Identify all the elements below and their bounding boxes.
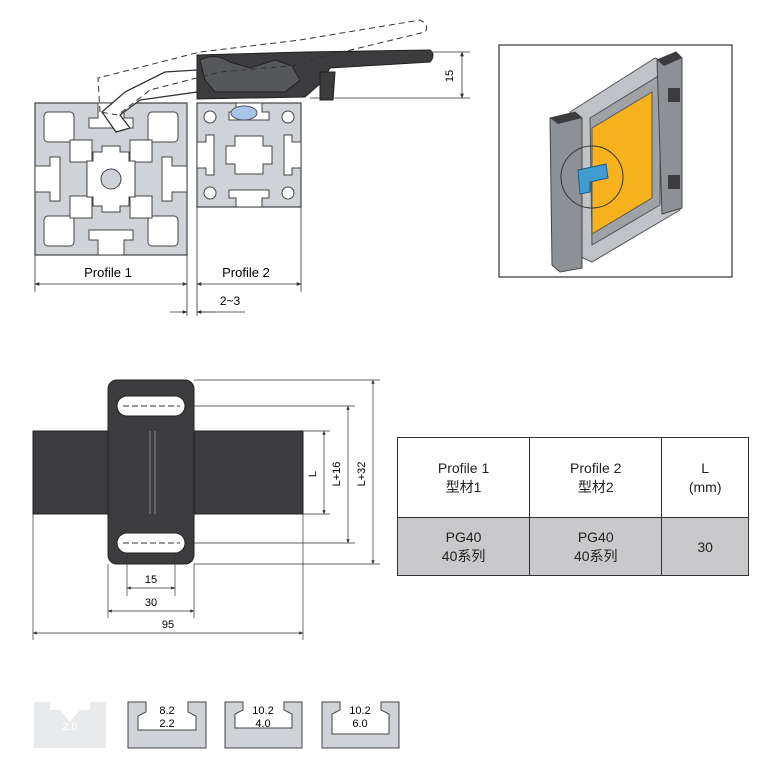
slot-3-bottom: 4.0 — [255, 718, 270, 730]
slot-2-bottom: 2.2 — [159, 718, 174, 730]
slot-3-top: 10.2 — [252, 705, 273, 717]
slot-4-bottom: 6.0 — [352, 718, 367, 730]
header-cell-line: 型材2 — [577, 478, 614, 495]
cell-line: 40系列 — [573, 547, 618, 564]
profile-1-label: Profile 1 — [84, 265, 132, 280]
table-header-row: Profile 1 型材1 Profile 2 型材2 L (mm) — [396, 437, 749, 518]
slot-2-top: 8.2 — [159, 705, 174, 717]
profile-2-label: Profile 2 — [222, 265, 270, 280]
dim-height-label: 15 — [444, 70, 456, 82]
slot-4-top: 10.2 — [349, 705, 370, 717]
slot-1-bottom: 2.0 — [62, 721, 77, 733]
header-cell-line: (mm) — [688, 478, 722, 495]
cell-length: 30 — [661, 517, 749, 576]
cell-line: 40系列 — [441, 547, 486, 564]
cell-line: PG40 — [445, 528, 482, 545]
table-row: PG40 40系列 PG40 40系列 30 — [396, 517, 749, 576]
header-profile-1: Profile 1 型材1 — [396, 437, 531, 518]
header-cell-line: L — [701, 459, 710, 476]
slot-1-top: 6.2 — [62, 705, 77, 717]
latch-open-outline — [97, 19, 428, 116]
latch-body — [101, 49, 434, 133]
header-cell-line: 型材1 — [445, 478, 482, 495]
header-profile-2: Profile 2 型材2 — [529, 437, 663, 518]
dim-L-label: L — [307, 471, 319, 477]
gap-label: 2~3 — [220, 294, 241, 308]
frame-illustration — [498, 44, 733, 278]
cell-line: PG40 — [577, 528, 614, 545]
latch-blue — [577, 163, 609, 195]
slot-profile-2: 8.2 2.2 — [127, 701, 207, 749]
latch-plate — [107, 379, 195, 565]
slot-profile-4: 10.2 6.0 — [321, 701, 400, 749]
dim-L32-label: L+32 — [356, 462, 368, 487]
front-view: L L+16 L+32 15 30 95 — [32, 379, 380, 640]
slot-profile-1: 6.2 2.0 — [34, 702, 106, 748]
header-length: L (mm) — [661, 437, 749, 518]
dim-15-label: 15 — [145, 574, 157, 586]
header-cell-line: Profile 1 — [437, 459, 490, 476]
dim-30-label: 30 — [145, 597, 157, 609]
cell-profile-1: PG40 40系列 — [396, 517, 531, 576]
top-view: 15 Profile 1 Profile 2 2~3 — [34, 19, 470, 316]
header-cell-line: Profile 2 — [570, 459, 622, 476]
spec-table: Profile 1 型材1 Profile 2 型材2 L (mm) PG40 … — [396, 437, 749, 576]
dim-95-label: 95 — [162, 619, 174, 631]
dim-L16-label: L+16 — [331, 462, 343, 487]
slot-profile-3: 10.2 4.0 — [224, 701, 303, 749]
profile-2-section — [196, 102, 302, 208]
cell-profile-2: PG40 40系列 — [529, 517, 663, 576]
yellow-panel — [591, 91, 653, 235]
